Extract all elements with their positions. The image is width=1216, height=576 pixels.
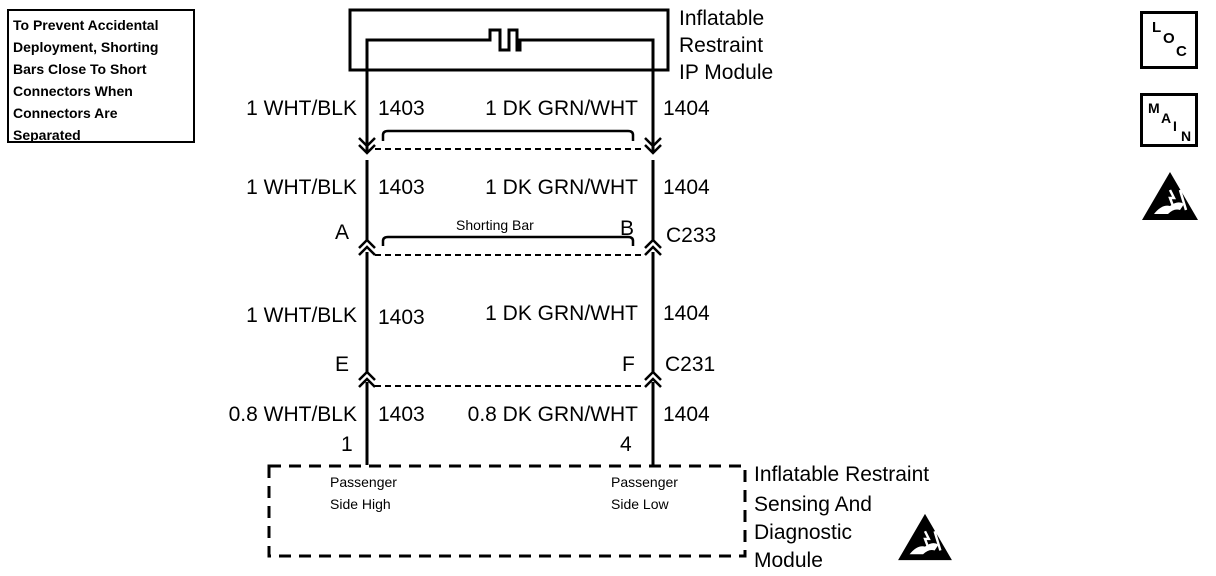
- ip-module-internal-right: [532, 38, 655, 140]
- sdm-right-label: Side Low: [611, 496, 669, 512]
- connector-chevron: [358, 144, 376, 155]
- connector-chevron: [358, 137, 376, 148]
- connector-chevron: [644, 377, 662, 388]
- sdm-pin-1: 1: [341, 433, 353, 456]
- ip-module-name: IP Module: [679, 61, 774, 84]
- note-line: Separated: [13, 127, 81, 143]
- connector-chevron: [358, 238, 376, 249]
- sdm-right-label: Passenger: [611, 474, 678, 490]
- wire-color-left: 0.8 WHT/BLK: [228, 403, 357, 426]
- wire-color-left: 1 WHT/BLK: [246, 304, 357, 327]
- sdm-name: Module: [754, 549, 823, 572]
- ip-module-name: Restraint: [679, 34, 764, 57]
- loc-letter: C: [1176, 43, 1187, 60]
- circuit-number-left: 1403: [378, 176, 425, 199]
- loc-letter: L: [1152, 19, 1162, 36]
- shorting-bar-c233: [381, 235, 635, 246]
- c231-connector-id: C231: [665, 353, 716, 376]
- wire-color-left: 1 WHT/BLK: [246, 176, 357, 199]
- main-letter: A: [1161, 110, 1172, 126]
- location-icon: L O C: [1140, 11, 1198, 69]
- sdm-name: Diagnostic: [754, 521, 853, 544]
- wire-color-right: 0.8 DK GRN/WHT: [467, 403, 638, 426]
- connector-chevron: [358, 370, 376, 381]
- shorting-bar-label: Shorting Bar: [456, 217, 534, 233]
- circuit-number-right: 1404: [663, 176, 710, 199]
- connector-chevron: [644, 238, 662, 249]
- wire-color-right: 1 DK GRN/WHT: [485, 97, 638, 120]
- circuit-number-right: 1404: [663, 403, 710, 426]
- main-icon: M A I N: [1140, 93, 1198, 147]
- circuit-number-right: 1404: [663, 302, 710, 325]
- note-line: Deployment, Shorting: [13, 39, 159, 55]
- c231-pin-f: F: [622, 353, 635, 376]
- shorting-bar-top: [381, 129, 635, 141]
- sdm-name: Inflatable Restraint: [754, 463, 930, 486]
- c231-pin-e: E: [335, 353, 350, 376]
- wire-color-right: 1 DK GRN/WHT: [485, 302, 638, 325]
- ip-module-name: Inflatable: [679, 7, 765, 30]
- note-line: Connectors Are: [13, 105, 118, 121]
- connector-chevron: [644, 245, 662, 256]
- connector-chevron: [644, 370, 662, 381]
- sdm-left-label: Passenger: [330, 474, 397, 490]
- ip-module-box: [348, 8, 670, 72]
- wire-color-left: 1 WHT/BLK: [246, 97, 357, 120]
- sdm-box: [267, 464, 747, 558]
- connector-chevron: [358, 377, 376, 388]
- circuit-number-left: 1403: [378, 306, 425, 329]
- wire-color-right: 1 DK GRN/WHT: [485, 176, 638, 199]
- sdm-left-label: Side High: [330, 496, 391, 512]
- main-letter: I: [1173, 118, 1177, 134]
- esd-warning-icon: [1142, 172, 1198, 220]
- esd-warning-icon: [898, 513, 952, 561]
- c233-connector-id: C233: [666, 224, 717, 247]
- main-letter: M: [1148, 100, 1160, 116]
- connector-chevron: [644, 137, 662, 148]
- connector-chevron: [644, 144, 662, 155]
- shorting-bar-note: To Prevent Accidental Deployment, Shorti…: [7, 9, 195, 143]
- note-line: To Prevent Accidental: [13, 17, 159, 33]
- note-line: Connectors When: [13, 83, 133, 99]
- circuit-number-left: 1403: [378, 403, 425, 426]
- loc-letter: O: [1163, 30, 1175, 47]
- circuit-number-right: 1404: [663, 97, 710, 120]
- circuit-number-left: 1403: [378, 97, 425, 120]
- sdm-name: Sensing And: [754, 493, 872, 516]
- connector-chevron: [358, 245, 376, 256]
- note-line: Bars Close To Short: [13, 61, 147, 77]
- sdm-pin-4: 4: [620, 433, 632, 456]
- main-letter: N: [1181, 128, 1192, 144]
- ip-module-internal-left: [365, 28, 532, 140]
- c233-pin-b: B: [620, 217, 635, 240]
- c233-pin-a: A: [335, 221, 350, 244]
